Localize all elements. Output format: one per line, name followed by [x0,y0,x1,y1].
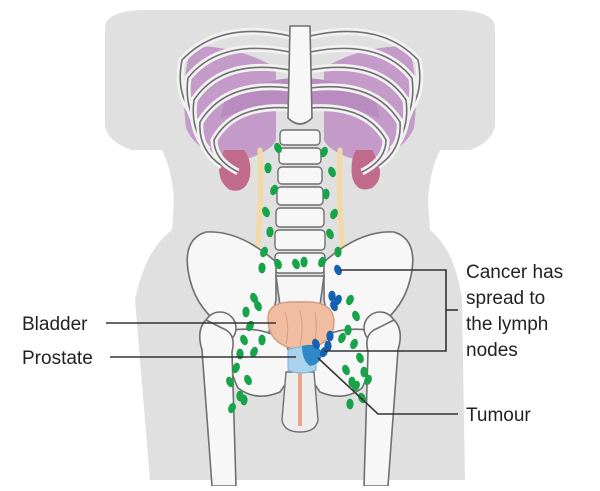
spine [274,129,326,274]
bladder-label: Bladder [22,314,88,335]
lymph-node [228,402,236,414]
lymph-node [274,142,282,154]
sternum [287,25,313,125]
lymph-node [250,346,258,358]
lymph-node [264,162,272,174]
lymph-node [322,188,330,200]
cancerous-lymph-node [320,346,328,358]
lymph-node [348,376,356,388]
lymph-node [244,374,252,386]
lymph-node [356,352,364,364]
lymph-node [274,258,282,270]
lymph-node [328,166,336,178]
lymph-node [242,306,250,318]
lymph-node [258,262,266,274]
lymph-node [258,334,266,346]
lymph-node [270,184,278,196]
cancerous-lymph-node [334,264,342,276]
cancerous-lymph-node [328,290,336,302]
cancer-label-line-2: spread to [466,288,545,309]
lymph-node [254,300,262,312]
leader-lines [106,269,458,415]
right-ribs [309,28,424,176]
lymph-nodes-cancer [312,264,342,358]
lymph-node [250,292,258,304]
lymph-node [300,256,308,268]
lymph-node [364,374,372,386]
rib-cage [176,25,424,176]
cancer-label-line-3: the lymph [466,314,548,335]
prostate-label: Prostate [22,348,93,369]
lymph-node [318,256,326,268]
lymph-node [346,294,354,306]
lymph-node [232,362,240,374]
tumour-label: Tumour [466,405,531,426]
lymph-node [326,228,334,240]
lymph-node [292,258,300,270]
cancer-label-line-4: nodes [466,340,518,361]
lymph-node [360,366,368,378]
lymph-node [262,206,270,218]
lymph-node [334,246,342,258]
lymph-node [350,338,358,350]
lymph-node [260,246,268,258]
lymph-node [352,310,360,322]
cancer-spread-label: Cancer has spread to the lymph nodes [466,262,563,361]
lymph-node [338,332,346,344]
lymph-node [266,226,274,238]
lymph-nodes-normal [226,142,372,414]
lymph-node [240,394,248,406]
lymph-node [346,398,354,410]
lymph-node [330,208,338,220]
femurs [198,311,402,487]
lymph-node [226,376,234,388]
tumour-leader-line [317,357,458,415]
lymph-node [342,364,350,376]
cancer-label-line-1: Cancer has [466,262,563,283]
lymph-node [344,324,352,336]
lymph-node [320,146,328,158]
bladder [267,301,335,351]
left-ribs [176,28,291,176]
cancerous-lymph-node [312,338,320,350]
cancerous-lymph-node [330,300,338,312]
cancerous-lymph-node [326,330,334,342]
lymph-node [240,334,248,346]
tumour [302,344,322,366]
